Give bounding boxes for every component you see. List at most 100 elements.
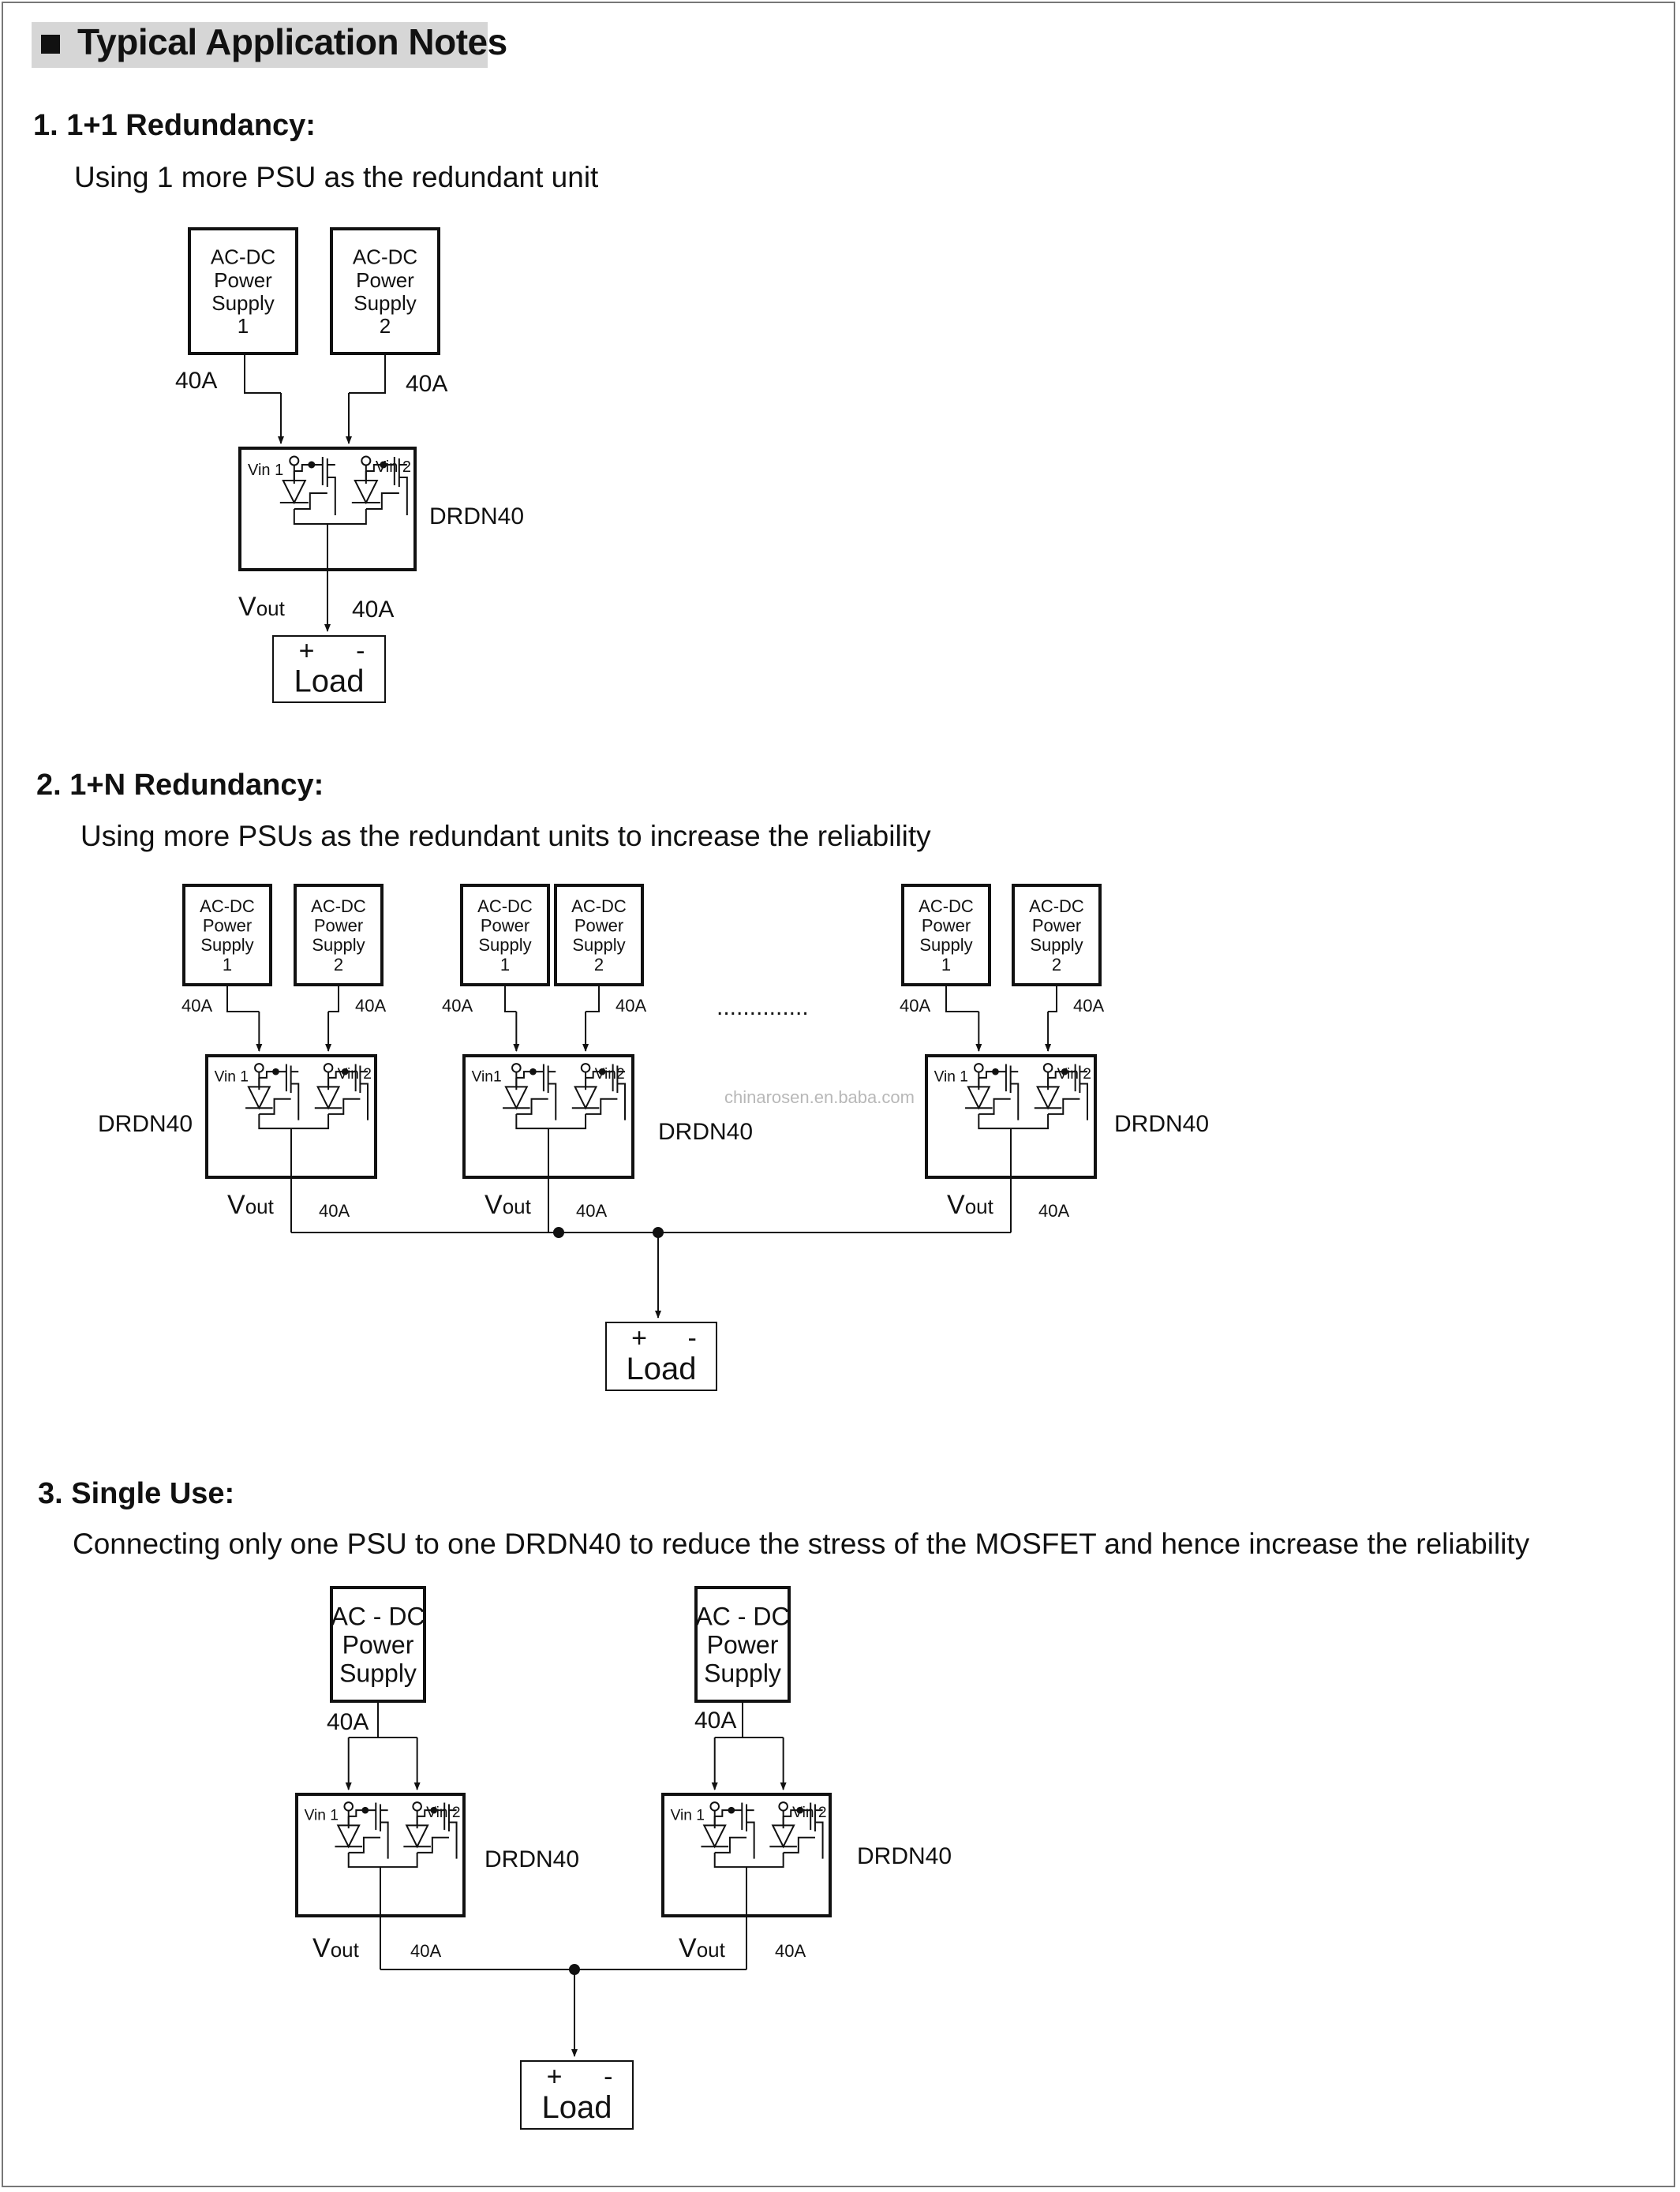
power-supply-label: AC-DC xyxy=(211,245,275,269)
wire xyxy=(783,1809,800,1817)
page-title: Typical Application Notes xyxy=(77,21,507,62)
wire xyxy=(1048,1071,1065,1079)
wire xyxy=(516,1098,548,1115)
vin-1-label: Vin 1 xyxy=(248,462,283,479)
current-label: 40A xyxy=(442,996,473,1016)
wire xyxy=(586,1098,618,1115)
wire xyxy=(448,1821,458,1859)
minus-sign: - xyxy=(604,2062,612,2092)
power-supply-label: Power xyxy=(203,916,252,936)
wire xyxy=(258,1113,330,1130)
vin-1-label: Vin1 xyxy=(472,1069,502,1086)
wire xyxy=(417,1809,434,1817)
vin-2-label: Vin 2 xyxy=(1057,1066,1091,1083)
load-label: Load xyxy=(294,664,365,699)
wire xyxy=(978,1071,996,1079)
diode-icon xyxy=(771,1824,795,1849)
vin-terminal-icon xyxy=(511,1063,522,1073)
vout-label: Vout xyxy=(485,1190,532,1220)
section-2-subtitle: Using more PSUs as the redundant units t… xyxy=(80,820,931,852)
power-supply-label: Power xyxy=(356,268,414,292)
wire xyxy=(290,1083,300,1120)
vout-label: Vout xyxy=(947,1190,994,1220)
power-supply-label: 2 xyxy=(594,955,604,974)
load-block: +-Load xyxy=(605,1322,717,1391)
power-supply-label: Power xyxy=(314,916,363,936)
power-supply-label: Supply xyxy=(312,935,365,955)
wire xyxy=(515,1113,587,1130)
current-label: 40A xyxy=(775,1941,806,1961)
watermark: chinarosen.en.baba.com xyxy=(724,1087,915,1107)
diode-icon xyxy=(702,1824,727,1849)
vin-2-label: Vin 2 xyxy=(426,1805,460,1821)
power-supply-label: 1 xyxy=(941,955,951,974)
power-supply-label: Supply xyxy=(200,935,253,955)
power-supply-label: AC - DC xyxy=(331,1603,425,1631)
load-block: + -Load xyxy=(520,2060,634,2130)
title-bullet-icon xyxy=(41,35,60,54)
wire xyxy=(504,985,517,1012)
power-supply-label: Supply xyxy=(354,291,417,315)
current-label: 40A xyxy=(352,597,394,623)
power-supply-label: Power xyxy=(707,1631,779,1659)
section-2-heading: 2. 1+N Redundancy: xyxy=(36,769,324,802)
wire xyxy=(417,1836,449,1853)
wire xyxy=(1010,1083,1020,1120)
power-supply-label: AC-DC xyxy=(353,245,417,269)
vin-terminal-icon xyxy=(254,1063,264,1073)
current-label: 40A xyxy=(410,1941,441,1961)
vin-1-label: Vin 1 xyxy=(305,1808,339,1824)
vout-label: Vout xyxy=(238,592,286,622)
power-supply-label: Power xyxy=(342,1631,414,1659)
wire xyxy=(398,477,408,515)
plus-sign: + xyxy=(547,2062,563,2092)
vin-terminal-icon xyxy=(974,1063,984,1073)
load-label: Load xyxy=(542,2090,612,2125)
wire xyxy=(226,985,260,1012)
power-supply-box xyxy=(188,227,298,355)
vin-2-label: Vin 2 xyxy=(792,1805,826,1821)
wire xyxy=(945,985,979,1012)
module-label: DRDN40 xyxy=(658,1119,753,1145)
minus-sign: - xyxy=(356,636,365,666)
load-box xyxy=(272,635,386,703)
vout-label: Vout xyxy=(679,1933,726,1963)
diode-icon xyxy=(504,1086,529,1110)
vin-terminal-icon xyxy=(289,455,300,466)
vin-1-label: Vin 1 xyxy=(934,1069,968,1086)
wire xyxy=(328,1071,346,1079)
current-label: 40A xyxy=(327,1709,369,1735)
vin-terminal-icon xyxy=(361,455,372,466)
junction-dot xyxy=(553,1227,564,1238)
wire xyxy=(294,464,312,472)
section-3-subtitle: Connecting only one PSU to one DRDN40 to… xyxy=(73,1528,1530,1560)
wire xyxy=(348,1836,381,1853)
wire xyxy=(380,1821,389,1859)
minus-sign: - xyxy=(688,1323,697,1353)
wire xyxy=(713,1852,784,1868)
wire xyxy=(516,1071,533,1079)
drdn40-module: Vin 1 Vin 2 xyxy=(925,1054,1097,1179)
wire xyxy=(617,1083,626,1120)
current-label: 40A xyxy=(616,996,646,1016)
wire xyxy=(814,1821,824,1859)
power-supply-label: AC-DC xyxy=(919,896,974,916)
power-supply-label: Power xyxy=(574,916,623,936)
wire xyxy=(746,1821,755,1859)
vin-terminal-icon xyxy=(343,1801,354,1812)
vin-1-label: Vin 1 xyxy=(215,1069,249,1086)
current-label: 40A xyxy=(319,1201,350,1221)
module-label: DRDN40 xyxy=(485,1846,579,1872)
vout-label: Vout xyxy=(227,1190,275,1220)
